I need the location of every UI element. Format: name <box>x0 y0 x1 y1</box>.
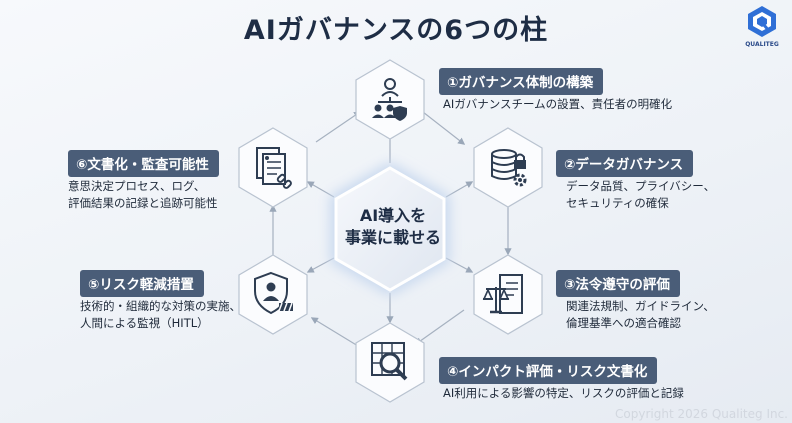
pillar-4-desc: AI利用による影響の特定、リスクの評価と記録 <box>443 386 684 400</box>
pillar-1-desc: AIガバナンスチームの設置、責任者の明確化 <box>443 97 673 111</box>
center-line-2: 事業に載せる <box>344 228 441 247</box>
pillar-6-desc: 意思決定プロセス、ログ、 評価結果の記録と追跡可能性 <box>68 179 218 210</box>
pillar-3-label: ③法令遵守の評価 <box>556 270 680 297</box>
pillar-3-desc: 関連法規制、ガイドライン、 倫理基準への適合確認 <box>566 299 715 330</box>
pillar-4-label: ④インパクト評価・リスク文書化 <box>439 357 658 384</box>
arrow-3-4 <box>414 309 465 345</box>
pillar-5-label: ⑤リスク軽減措置 <box>80 270 204 297</box>
center-line-1: AI導入を <box>359 206 427 225</box>
center-hexagon <box>334 166 446 292</box>
pillar-1-label: ①ガバナンス体制の構築 <box>439 68 604 95</box>
pillar-5-desc: 技術的・組織的な対策の実施、 人間による監視（HITL） <box>80 299 241 330</box>
scales-document-icon <box>478 265 538 325</box>
center-label: AI導入を 事業に載せる <box>330 205 456 249</box>
magnifier-grid-icon <box>360 333 420 393</box>
hex-2 <box>473 127 543 208</box>
pillar-2-label: ②データガバナンス <box>556 150 694 177</box>
pillar-6-label: ⑥文書化・監査可能性 <box>68 150 219 177</box>
qualiteg-logo: QUALITEG <box>740 4 784 48</box>
documents-chain-icon <box>243 138 303 198</box>
pillar-2-desc: データ品質、プライバシー、 セキュリティの確保 <box>566 179 716 210</box>
database-lock-gear-icon <box>478 138 538 198</box>
arrow-4-5 <box>310 317 359 347</box>
shield-person-icon <box>243 265 303 325</box>
page-title: AIガバナンスの6つの柱 <box>243 15 549 46</box>
arrow-6-1 <box>315 111 362 143</box>
org-chart-shield-icon <box>360 70 420 130</box>
logo-text: QUALITEG <box>745 41 779 48</box>
hex-5 <box>238 254 308 335</box>
cycle-arrows <box>269 104 512 347</box>
logo-hex-icon <box>748 6 776 37</box>
copyright-watermark: Copyright 2026 Qualiteg Inc. <box>615 407 788 421</box>
